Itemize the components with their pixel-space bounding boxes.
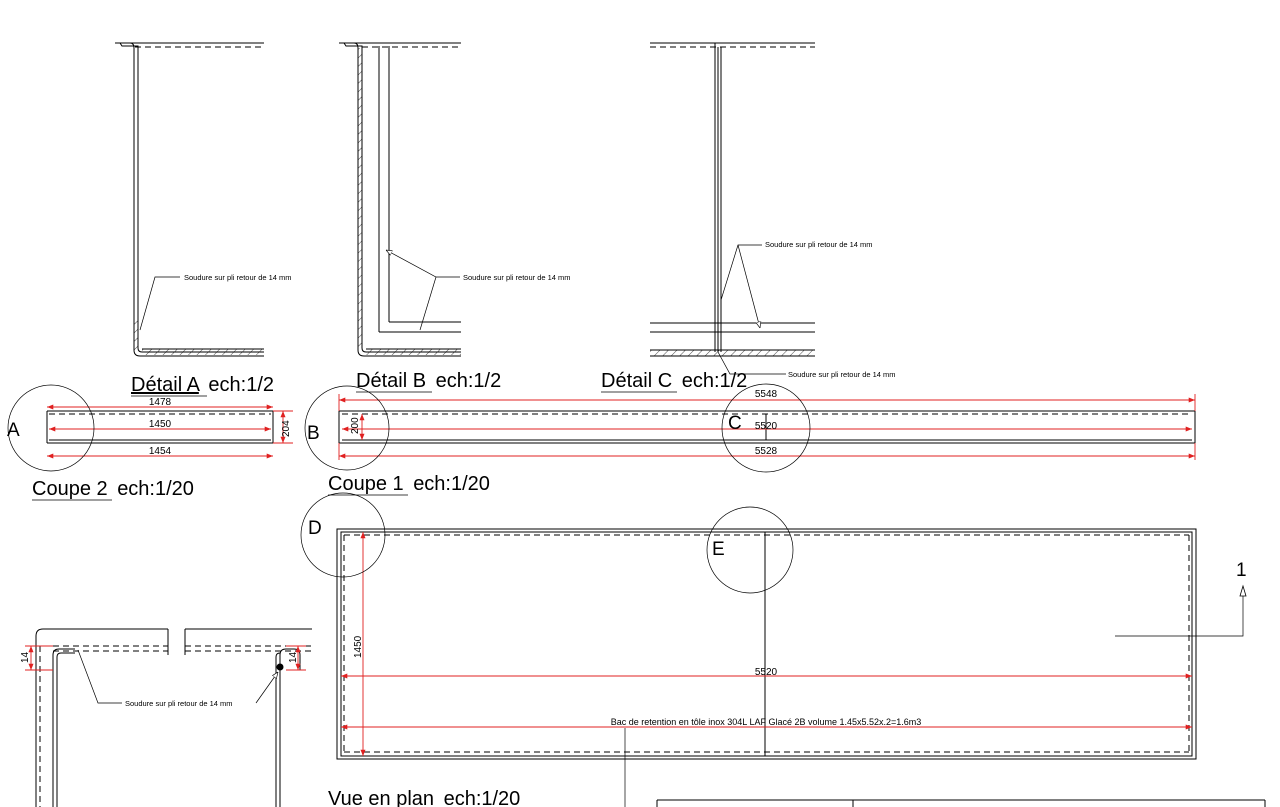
detail-a-drawing [115, 42, 264, 357]
detail-b-title: Détail B ech:1/2 [356, 370, 501, 392]
coupe-1-dim-inner: 5520 [755, 421, 778, 432]
corner-detail-fold-right: 14 [288, 651, 299, 663]
section-marker-label: 1 [1236, 560, 1247, 581]
title-block [656, 799, 1266, 807]
plan-drawing [300, 492, 1247, 807]
corner-detail-drawing [25, 628, 312, 807]
detail-letter-d: D [308, 518, 322, 539]
plan-title: Vue en plan ech:1/20 [328, 788, 520, 807]
detail-letter-a: A [7, 420, 20, 441]
coupe-2-dim-bottom: 1454 [149, 446, 172, 457]
coupe-2-dim-outer: 1478 [149, 397, 172, 408]
coupe-2-name: Coupe 2 [32, 478, 108, 500]
detail-a-scale: ech:1/2 [208, 374, 274, 396]
coupe-2-scale: ech:1/20 [117, 478, 194, 500]
plan-scale: ech:1/20 [444, 788, 521, 807]
detail-c-weld-note-bottom: Soudure sur pli retour de 14 mm [788, 370, 896, 379]
plan-dim-width: 1450 [353, 635, 364, 658]
coupe-1-dim-bottom: 5528 [755, 446, 778, 457]
detail-letter-c: C [728, 413, 742, 434]
coupe-1-scale: ech:1/20 [413, 473, 490, 495]
coupe-1-title: Coupe 1 ech:1/20 [328, 473, 490, 495]
detail-b-scale: ech:1/2 [436, 370, 502, 392]
coupe-2-title: Coupe 2 ech:1/20 [32, 478, 194, 500]
detail-a-weld-note: Soudure sur pli retour de 14 mm [184, 273, 292, 282]
detail-c-weld-note-top: Soudure sur pli retour de 14 mm [765, 240, 873, 249]
corner-detail-weld-note: Soudure sur pli retour de 14 mm [125, 699, 233, 708]
detail-b-drawing [339, 42, 461, 357]
detail-letter-b: B [307, 423, 320, 444]
coupe-1-drawing [304, 383, 1196, 473]
detail-b-name: Détail B [356, 370, 426, 392]
coupe-2-drawing [7, 384, 293, 472]
plan-description: Bac de retention en tôle inox 304L LAF G… [611, 717, 922, 727]
coupe-2-dim-height: 204 [281, 420, 292, 437]
detail-b-weld-note: Soudure sur pli retour de 14 mm [463, 273, 571, 282]
coupe-1-dim-height: 200 [350, 417, 361, 434]
plan-name: Vue en plan [328, 788, 434, 807]
coupe-2-dim-inner: 1450 [149, 419, 172, 430]
coupe-1-name: Coupe 1 [328, 473, 404, 495]
plan-dim-length: 5520 [755, 667, 778, 678]
detail-a-name: Détail A [131, 374, 201, 396]
detail-c-name: Détail C [601, 370, 672, 392]
detail-a-title: Détail A ech:1/2 [131, 374, 274, 396]
detail-c-scale: ech:1/2 [682, 370, 748, 392]
corner-detail-fold-left: 14 [20, 651, 31, 663]
coupe-1-dim-outer: 5548 [755, 389, 778, 400]
detail-letter-e: E [712, 539, 725, 560]
detail-c-title: Détail C ech:1/2 [601, 370, 747, 392]
detail-c-drawing [650, 42, 815, 375]
